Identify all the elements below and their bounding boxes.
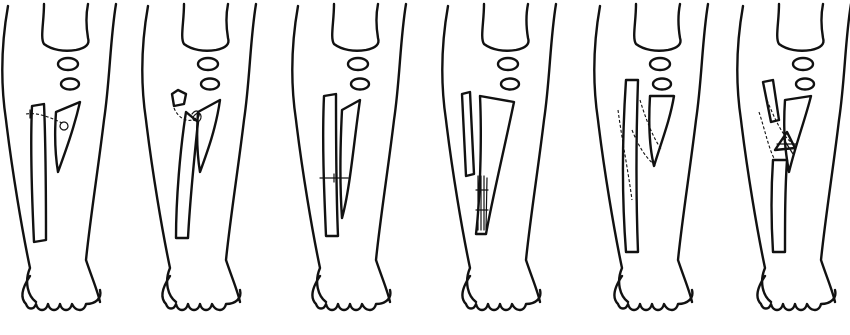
leg-outline — [292, 4, 406, 310]
tibia-bone — [763, 80, 779, 122]
panel-2 — [142, 4, 256, 310]
fibula-bone — [197, 100, 220, 172]
graft-tract-1 — [618, 110, 632, 200]
panel-6 — [737, 4, 850, 310]
lower-tibia — [772, 160, 788, 252]
tibia-bone — [462, 92, 474, 176]
bone-fragment — [172, 90, 186, 106]
panel-1 — [2, 4, 116, 310]
tibia-bone — [31, 104, 46, 242]
fibula-bone — [55, 102, 80, 172]
fixation-tract-1 — [759, 112, 775, 160]
panel-3 — [292, 4, 406, 310]
tibia-bone — [323, 94, 338, 236]
leg-outline — [2, 4, 116, 310]
fusion-hatch — [476, 176, 488, 230]
tibia-bone — [176, 112, 198, 238]
fibula-bone — [476, 96, 514, 234]
panel-5 — [594, 4, 708, 310]
fibula-bone — [341, 100, 361, 218]
tibia-bone — [623, 80, 638, 252]
suture-knot — [60, 122, 68, 130]
panel-4 — [442, 4, 556, 310]
leg-outline — [442, 4, 556, 310]
fibula-bone — [649, 96, 674, 166]
